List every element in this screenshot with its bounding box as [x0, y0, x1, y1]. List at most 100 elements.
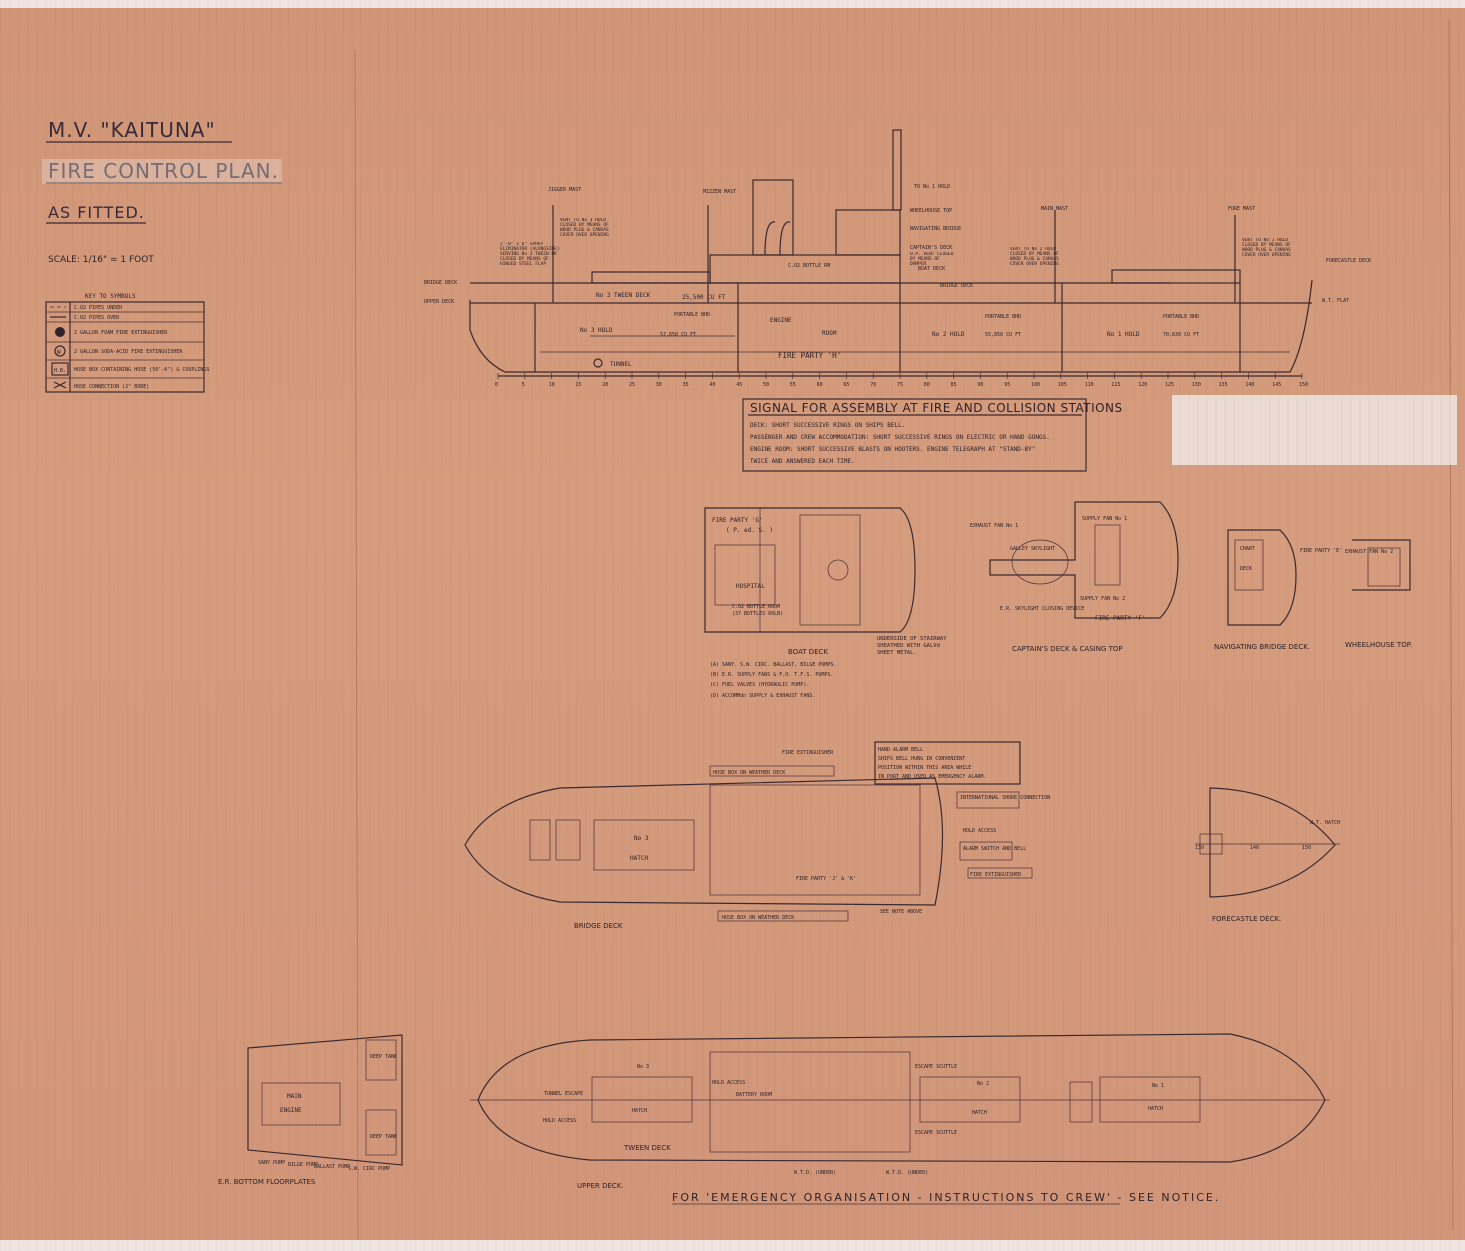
svg-text:JIGGER MAST: JIGGER MAST	[548, 187, 581, 193]
svg-text:(C) FUEL VALVES (HYDRAULIC PUM: (C) FUEL VALVES (HYDRAULIC PUMP).	[710, 682, 809, 688]
svg-text:EXHAUST FAN No 1: EXHAUST FAN No 1	[970, 523, 1018, 529]
svg-text:FIRE PARTY 'G': FIRE PARTY 'G'	[712, 517, 763, 524]
svg-text:PORTABLE BHD: PORTABLE BHD	[985, 314, 1021, 320]
bridge-deck-plan: No 3 HATCH FIRE PARTY 'J' & 'K' BRIDGE D…	[464, 741, 1050, 930]
svg-text:ENGINE: ENGINE	[280, 1107, 302, 1114]
svg-text:W.T.D. (UNDER): W.T.D. (UNDER)	[886, 1170, 928, 1176]
frame-label: 75	[897, 382, 903, 388]
svg-text:150: 150	[1302, 845, 1311, 851]
boat-deck-plan: FIRE PARTY 'G' ( P. ed. S. ) HOSPITAL C.…	[704, 507, 947, 699]
scale-label: SCALE: 1/16" = 1 FOOT	[48, 255, 154, 265]
svg-text:FORE MAST: FORE MAST	[1228, 206, 1255, 212]
frame-label: 145	[1272, 382, 1281, 388]
svg-text:SHIPS BELL HUNG IN CONVENIENT: SHIPS BELL HUNG IN CONVENIENT	[878, 756, 965, 762]
vent-note-1: VENT TO No 1 HOLD CLOSED BY MEANS OF WOO…	[1242, 238, 1291, 258]
frame-label: 0	[495, 382, 498, 388]
frame-label: 45	[736, 382, 742, 388]
tween-deck-caption: TWEEN DECK	[623, 1144, 671, 1152]
symbol-key-table: KEY TO SYMBOLS W H.B. C.O2 PIPES UNDER C…	[45, 293, 209, 393]
frame-label: 80	[924, 382, 930, 388]
svg-text:No 2 HOLD: No 2 HOLD	[932, 331, 965, 338]
svg-text:HOSE CONNECTION (2" BORE): HOSE CONNECTION (2" BORE)	[74, 384, 149, 390]
hull-outline	[469, 279, 1313, 373]
svg-text:(B) E.R. SUPPLY FANS & F.O. T.: (B) E.R. SUPPLY FANS & F.O. T.F.S. PUMPS…	[710, 672, 833, 678]
svg-text:BRIDGE DECK: BRIDGE DECK	[940, 283, 973, 289]
frame-label: 70	[870, 382, 876, 388]
op-vent-note: O.P. VENT CLOSED BY MEANS OF DAMPER	[910, 252, 954, 267]
svg-text:ESCAPE SCUTTLE: ESCAPE SCUTTLE	[915, 1064, 957, 1070]
svg-text:E.R. SKYLIGHT CLOSING DEVICE: E.R. SKYLIGHT CLOSING DEVICE	[1000, 606, 1084, 612]
status-label: AS FITTED.	[48, 203, 145, 222]
svg-text:25,500 CU FT: 25,500 CU FT	[682, 294, 726, 301]
title-block: M.V. "KAITUNA" FIRE CONTROL PLAN. AS FIT…	[46, 118, 282, 265]
spray-eliminator-note: 2'-0" x 6" SPRAY ELIMINATOR (ALONGSIDE) …	[500, 242, 560, 267]
svg-text:ESCAPE SCUTTLE: ESCAPE SCUTTLE	[915, 1130, 957, 1136]
frame-label: 120	[1138, 382, 1147, 388]
fold-line-1	[354, 49, 359, 1241]
svg-text:HOSE BOX ON WEATHER DECK: HOSE BOX ON WEATHER DECK	[713, 770, 785, 776]
svg-text:BRIDGE DECK: BRIDGE DECK	[424, 280, 457, 286]
svg-text:57,650 CU FT: 57,650 CU FT	[660, 332, 696, 338]
svg-text:C.O2 PIPES OVER: C.O2 PIPES OVER	[74, 315, 120, 321]
svg-text:WHEELHOUSE TOP: WHEELHOUSE TOP	[910, 208, 952, 214]
svg-text:No 3 TWEEN DECK: No 3 TWEEN DECK	[596, 292, 651, 299]
svg-text:HOSPITAL: HOSPITAL	[736, 583, 765, 590]
svg-text:HAND ALARM BELL: HAND ALARM BELL	[878, 747, 923, 753]
paper-patch	[1172, 395, 1457, 465]
frame-label: 20	[602, 382, 608, 388]
upper-deck-plan: No 3 HATCH No 2 HATCH No 1 HATCH TUNNEL …	[470, 1033, 1330, 1190]
svg-text:No 3: No 3	[634, 835, 649, 842]
svg-text:2 GALLON FOAM FIRE EXTINGUISHE: 2 GALLON FOAM FIRE EXTINGUISHER	[74, 330, 168, 336]
svg-text:130: 130	[1195, 845, 1204, 851]
frame-label: 85	[951, 382, 957, 388]
signal-heading: SIGNAL FOR ASSEMBLY AT FIRE AND COLLISIO…	[750, 401, 1123, 415]
svg-text:No 3: No 3	[637, 1064, 649, 1070]
svg-text:FORECASTLE DECK: FORECASTLE DECK	[1326, 258, 1371, 264]
captains-deck-plan: EXHAUST FAN No 1 GALLEY SKYLIGHT SUPPLY …	[970, 501, 1179, 653]
svg-text:HOSE BOX ON WEATHER DECK: HOSE BOX ON WEATHER DECK	[722, 915, 794, 921]
svg-text:DEEP TANK: DEEP TANK	[370, 1134, 397, 1140]
frame-label: 105	[1058, 382, 1067, 388]
frame-label: 65	[843, 382, 849, 388]
svg-text:HATCH: HATCH	[632, 1108, 647, 1114]
bridge-deck-caption: BRIDGE DECK	[574, 922, 623, 930]
svg-text:FIRE PARTY 'F': FIRE PARTY 'F'	[1095, 615, 1146, 622]
svg-text:IN PORT AND USED AS EMERGENCY: IN PORT AND USED AS EMERGENCY ALARM.	[878, 774, 986, 780]
frame-label: 125	[1165, 382, 1174, 388]
svg-text:C.O2 PIPES UNDER: C.O2 PIPES UNDER	[74, 305, 123, 311]
svg-text:W.T. HATCH: W.T. HATCH	[1310, 820, 1340, 826]
svg-text:TWICE AND ANSWERED EACH TIME.: TWICE AND ANSWERED EACH TIME.	[750, 458, 855, 465]
frame-label: 150	[1299, 382, 1308, 388]
svg-text:SUPPLY FAN No 2: SUPPLY FAN No 2	[1080, 596, 1125, 602]
title-patch	[42, 159, 282, 184]
hose-box-icon	[51, 362, 69, 376]
svg-text:DECK: DECK	[1240, 566, 1252, 572]
frame-label: 30	[656, 382, 662, 388]
svg-text:S.W. CIRC PUMP: S.W. CIRC PUMP	[348, 1166, 390, 1172]
frame-label: 5	[522, 382, 525, 388]
soda-acid-extinguisher-icon	[54, 345, 66, 357]
frame-label: 15	[575, 382, 581, 388]
vent-note-2: VENT TO No 2 HOLD CLOSED BY MEANS OF WOO…	[1010, 247, 1059, 267]
frame-label: 90	[977, 382, 983, 388]
frame-label: 40	[709, 382, 715, 388]
ship-profile: JIGGER MAST MIZZEN MAST MAIN MAST FORE M…	[424, 129, 1371, 388]
stair-note: UNDERSIDE OF STAIRWAY SHEATHED WITH GALV…	[877, 636, 947, 656]
svg-text:(37 BOTTLES 60LB): (37 BOTTLES 60LB)	[732, 611, 783, 617]
svg-text:H.B.: H.B.	[54, 368, 66, 374]
forecastle-plan: W.T. HATCH 130 140 150 FORECASTLE DECK.	[1195, 787, 1340, 923]
svg-text:UPPER DECK: UPPER DECK	[424, 299, 454, 305]
svg-text:ENGINE ROOM: SHORT SUCCESSIVE: ENGINE ROOM: SHORT SUCCESSIVE BLASTS ON …	[750, 446, 1035, 453]
svg-text:C.O2 BOTTLE RM: C.O2 BOTTLE RM	[788, 263, 830, 269]
nav-bridge-caption: NAVIGATING BRIDGE DECK.	[1214, 643, 1310, 651]
footer-note: FOR 'EMERGENCY ORGANISATION - INSTRUCTIO…	[672, 1191, 1220, 1204]
svg-text:2 GALLON SODA-ACID FIRE EXTING: 2 GALLON SODA-ACID FIRE EXTINGUISHER	[74, 349, 183, 355]
svg-text:BILGE PUMP: BILGE PUMP	[288, 1162, 318, 1168]
svg-text:FIRE PARTY 'E': FIRE PARTY 'E'	[1300, 548, 1342, 554]
svg-text:HATCH: HATCH	[1148, 1106, 1163, 1112]
frame-label: 115	[1111, 382, 1120, 388]
svg-text:MIZZEN MAST: MIZZEN MAST	[703, 189, 736, 195]
svg-text:No 3 HOLD: No 3 HOLD	[580, 327, 613, 334]
foam-extinguisher-icon	[55, 327, 65, 337]
frame-label: 140	[1245, 382, 1254, 388]
